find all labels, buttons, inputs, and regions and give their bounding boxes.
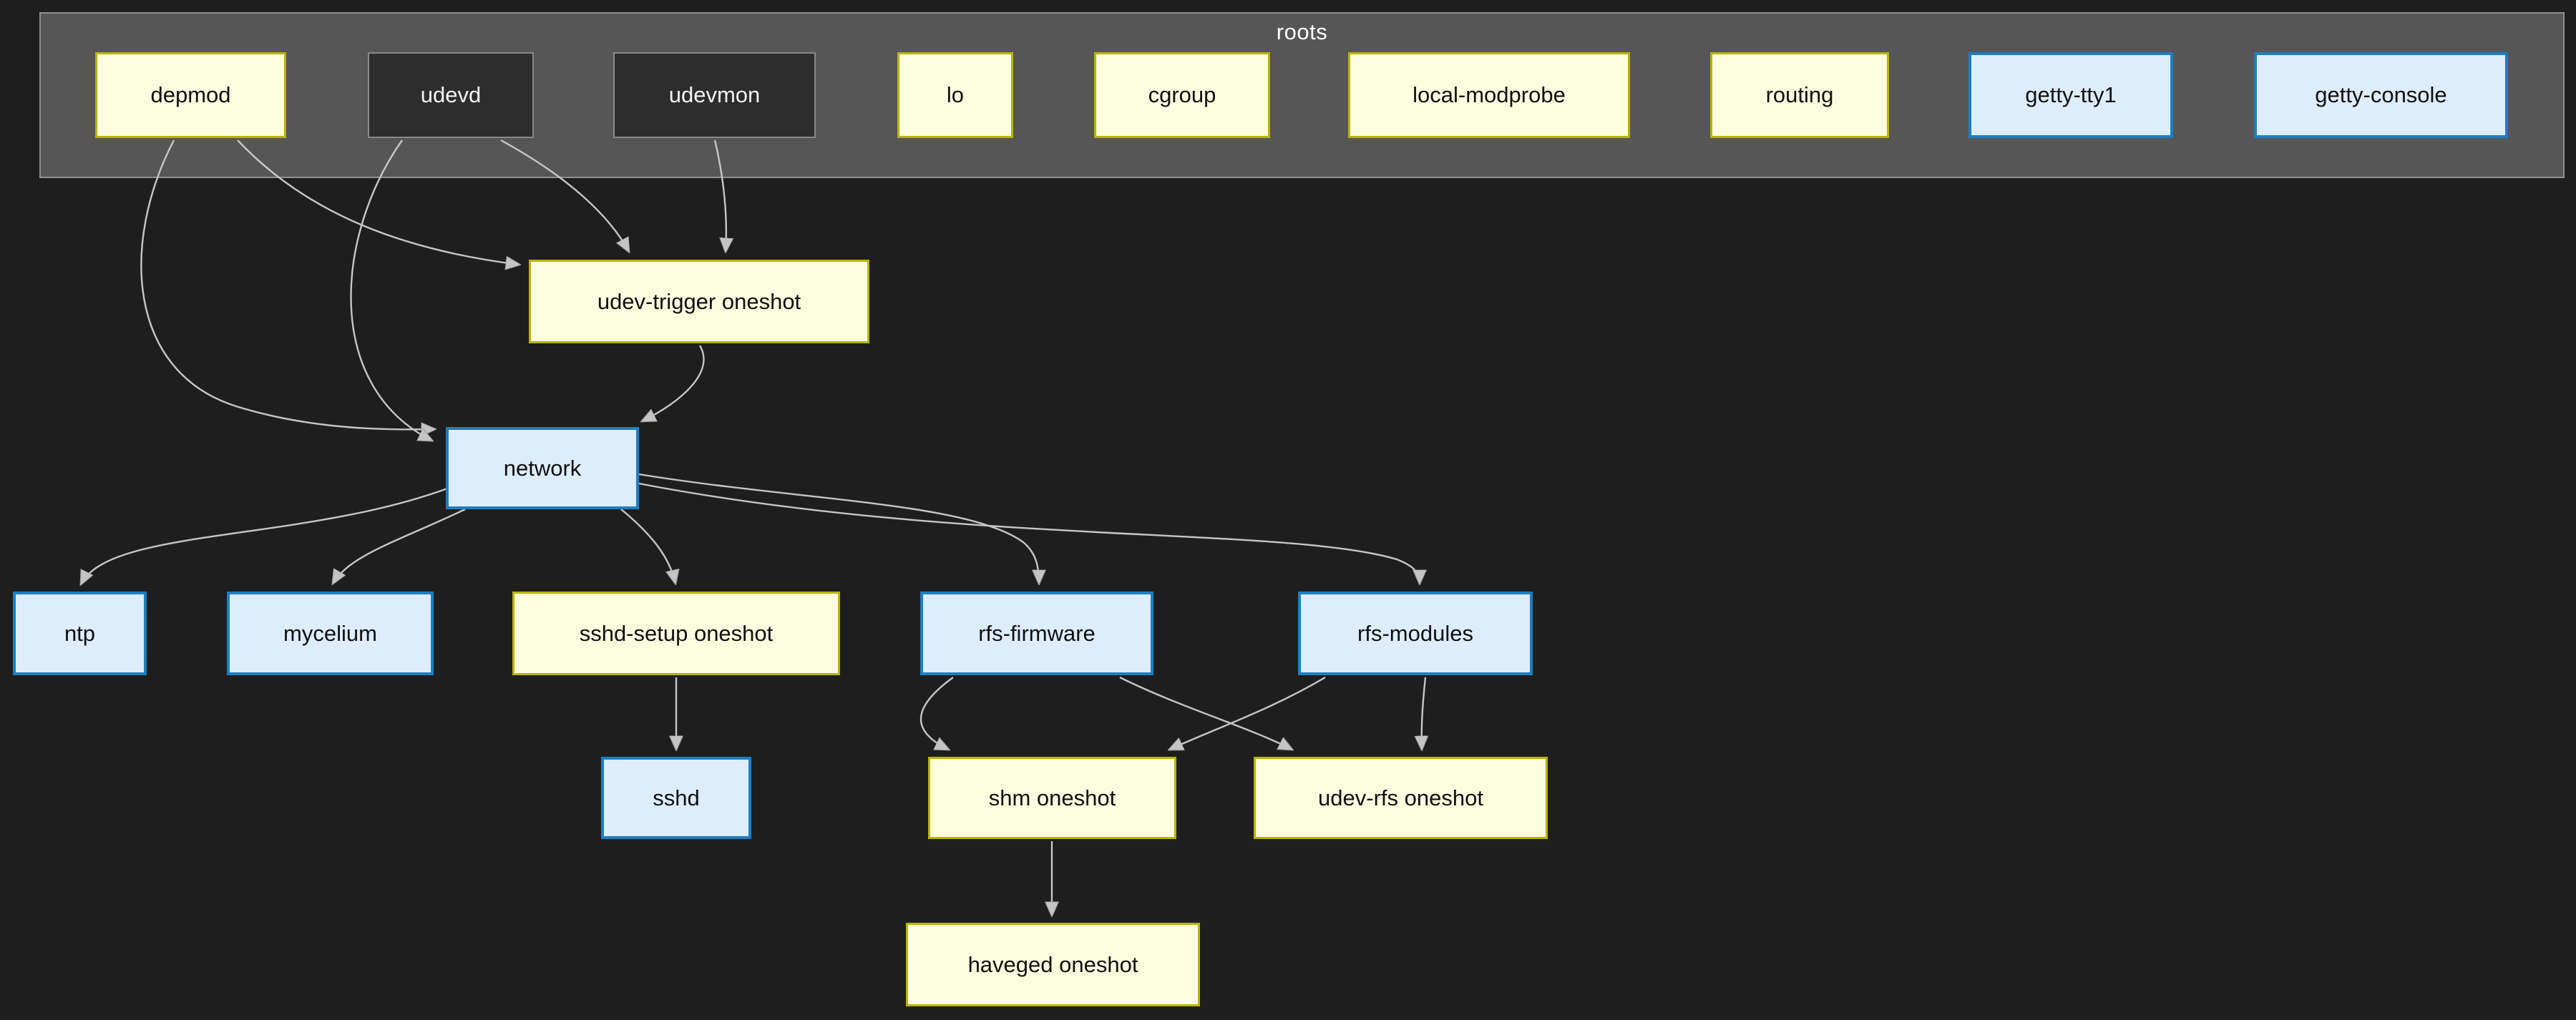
node-haveged: haveged oneshot [906, 923, 1200, 1006]
node-udev-rfs: udev-rfs oneshot [1254, 757, 1548, 839]
cluster-roots-label: roots [1276, 19, 1328, 44]
edge-udevmon-to-udev-trigger [713, 139, 726, 252]
node-rfs-modules: rfs-modules [1298, 592, 1533, 675]
node-label-ntp: ntp [64, 620, 96, 646]
node-label-udevmon: udevmon [668, 82, 761, 107]
edge-udevd-to-network [350, 139, 432, 441]
node-label-haveged: haveged oneshot [967, 951, 1138, 977]
node-cgroup: cgroup [1094, 52, 1270, 138]
node-label-network: network [503, 455, 582, 481]
node-label-udevd: udevd [420, 82, 482, 107]
edge-udev-trigger-to-network [642, 345, 705, 421]
node-local-modprobe: local-modprobe [1348, 52, 1630, 138]
node-sshd: sshd [601, 757, 751, 839]
node-routing: routing [1710, 52, 1889, 138]
node-udev-trigger: udev-trigger oneshot [529, 260, 869, 343]
edge-rfs-modules-to-shm [1169, 676, 1326, 750]
edge-depmod-to-network [140, 139, 435, 429]
node-lo: lo [897, 52, 1013, 138]
node-label-depmod: depmod [150, 82, 231, 107]
node-label-sshd: sshd [653, 785, 700, 810]
edge-network-to-mycelium [333, 508, 466, 584]
node-label-routing: routing [1765, 82, 1834, 107]
node-depmod: depmod [95, 52, 286, 138]
node-label-getty-console: getty-console [2315, 82, 2447, 107]
node-udevd: udevd [368, 52, 534, 138]
edge-rfs-firmware-to-shm [920, 677, 954, 750]
edge-rfs-firmware-to-udev-rfs [1119, 676, 1292, 750]
node-label-mycelium: mycelium [283, 620, 377, 646]
node-label-shm: shm oneshot [988, 785, 1116, 810]
node-rfs-firmware: rfs-firmware [920, 592, 1153, 675]
node-network: network [446, 427, 639, 509]
node-label-udev-rfs: udev-rfs oneshot [1318, 785, 1483, 810]
node-label-local-modprobe: local-modprobe [1413, 82, 1566, 107]
edge-rfs-modules-to-udev-rfs [1422, 677, 1425, 750]
edge-network-to-ntp [81, 487, 448, 584]
edge-network-to-rfs-modules [638, 482, 1420, 584]
edge-network-to-sshd-setup [620, 509, 675, 584]
node-label-lo: lo [946, 82, 965, 107]
node-shm: shm oneshot [928, 757, 1176, 839]
edge-depmod-to-udev-trigger [237, 139, 519, 265]
node-getty-console: getty-console [2254, 52, 2508, 138]
node-label-sshd-setup: sshd-setup oneshot [579, 620, 774, 646]
edge-udevd-to-udev-trigger [500, 139, 629, 252]
node-getty-tty1: getty-tty1 [1968, 52, 2173, 138]
node-sshd-setup: sshd-setup oneshot [512, 592, 840, 675]
node-label-rfs-modules: rfs-modules [1357, 620, 1473, 646]
node-udevmon: udevmon [613, 52, 816, 138]
node-ntp: ntp [13, 592, 147, 675]
edge-network-to-rfs-firmware [638, 473, 1039, 584]
node-mycelium: mycelium [227, 592, 434, 675]
node-label-udev-trigger: udev-trigger oneshot [597, 288, 801, 314]
node-label-getty-tty1: getty-tty1 [2025, 82, 2117, 107]
node-label-rfs-firmware: rfs-firmware [978, 620, 1096, 646]
node-label-cgroup: cgroup [1148, 82, 1216, 107]
